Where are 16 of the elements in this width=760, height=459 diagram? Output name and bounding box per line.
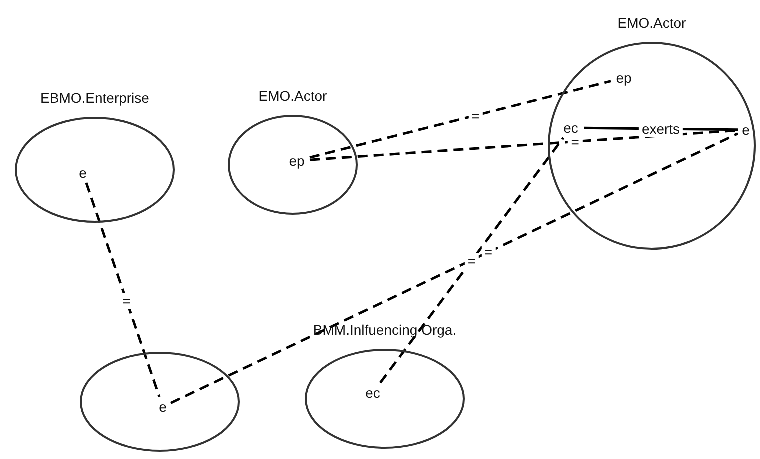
dashed-connector (85, 182, 161, 398)
term-label: ec (362, 384, 384, 402)
term-label: ep (613, 69, 635, 87)
term-label: e (740, 121, 752, 139)
edge-label: = (120, 292, 134, 309)
dashed-connector (379, 137, 565, 384)
ellipse-heading: EBMO.Enterprise (40, 89, 150, 107)
dashed-connector (310, 80, 612, 159)
ellipse-heading: BMM.Inlfuencing Orga. (313, 321, 457, 339)
edge-label: = (464, 252, 480, 268)
ellipse-heading: EMO.Actor (618, 14, 686, 32)
term-label: e (77, 164, 89, 182)
term-label: e (157, 398, 169, 416)
dashed-connector (170, 132, 739, 404)
ellipse-heading: EMO.Actor (258, 87, 328, 105)
term-label: ep (286, 152, 308, 170)
